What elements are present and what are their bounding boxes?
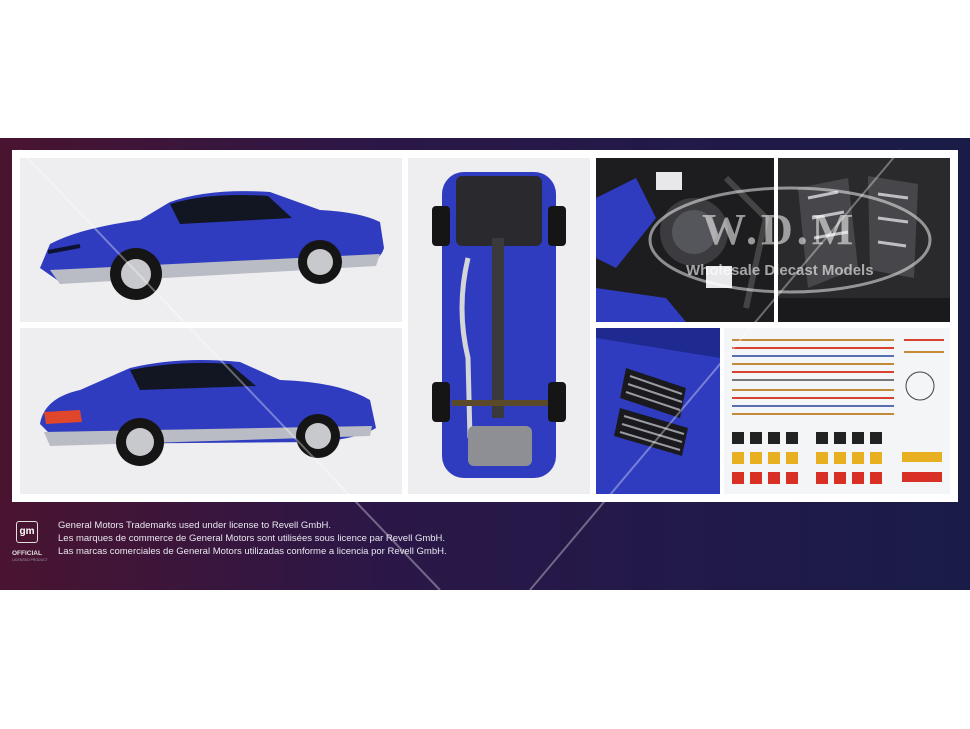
official-label: OFFICIAL — [12, 550, 42, 557]
gm-logo: gm — [16, 521, 38, 543]
photo-interior-detail — [778, 158, 950, 322]
trademark-line-fr: Les marques de commerce de General Motor… — [58, 533, 446, 544]
photo-car-front-view — [20, 158, 402, 322]
box-back-panel: gm OFFICIAL LICENSED PRODUCT General Mot… — [0, 138, 970, 590]
photo-car-underside — [408, 158, 590, 494]
photo-grid — [12, 150, 958, 502]
photo-hood-vents — [596, 328, 720, 494]
photo-decal-sheet — [724, 328, 950, 494]
trademark-line-es: Las marcas comerciales de General Motors… — [58, 546, 447, 557]
legal-footer: gm OFFICIAL LICENSED PRODUCT General Mot… — [0, 506, 970, 590]
photo-engine-detail — [596, 158, 774, 322]
trademark-notice: General Motors Trademarks used under lic… — [58, 519, 447, 558]
photo-car-rear-view — [20, 328, 402, 494]
official-sub-label: LICENSED PRODUCT — [12, 558, 48, 562]
trademark-line-en: General Motors Trademarks used under lic… — [58, 520, 331, 531]
